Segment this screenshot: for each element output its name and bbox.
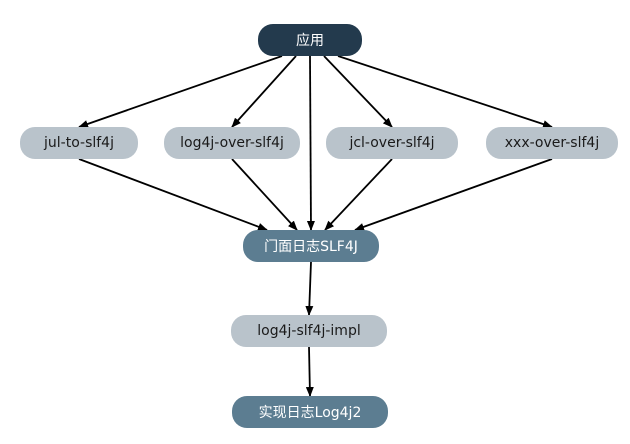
edge-slf4j-to-impl (305, 261, 314, 316)
edge-impl-to-log4j2 (305, 346, 314, 397)
edge-app-to-jul (78, 55, 283, 128)
edge-app-to-slf4j (306, 55, 315, 231)
edge-app-to-jcl (323, 55, 393, 128)
node-log4j2-impl: 实现日志Log4j2 (232, 396, 388, 428)
edge-log4j-to-slf4j (231, 158, 298, 231)
node-app: 应用 (258, 24, 362, 56)
edge-jul-to-slf4j (78, 158, 268, 231)
node-log4j-over-slf4j: log4j-over-slf4j (164, 127, 300, 159)
node-xxx-over-slf4j: xxx-over-slf4j (486, 127, 618, 159)
node-slf4j-facade: 门面日志SLF4J (243, 230, 379, 262)
node-jcl-over-slf4j: jcl-over-slf4j (326, 127, 458, 159)
edge-jcl-to-slf4j (324, 158, 393, 231)
edge-app-to-xxx (337, 55, 553, 128)
node-jul-to-slf4j: jul-to-slf4j (20, 127, 138, 159)
node-log4j-slf4j-impl: log4j-slf4j-impl (231, 315, 387, 347)
edge-app-to-log4j (231, 55, 297, 128)
edge-xxx-to-slf4j (354, 158, 553, 231)
